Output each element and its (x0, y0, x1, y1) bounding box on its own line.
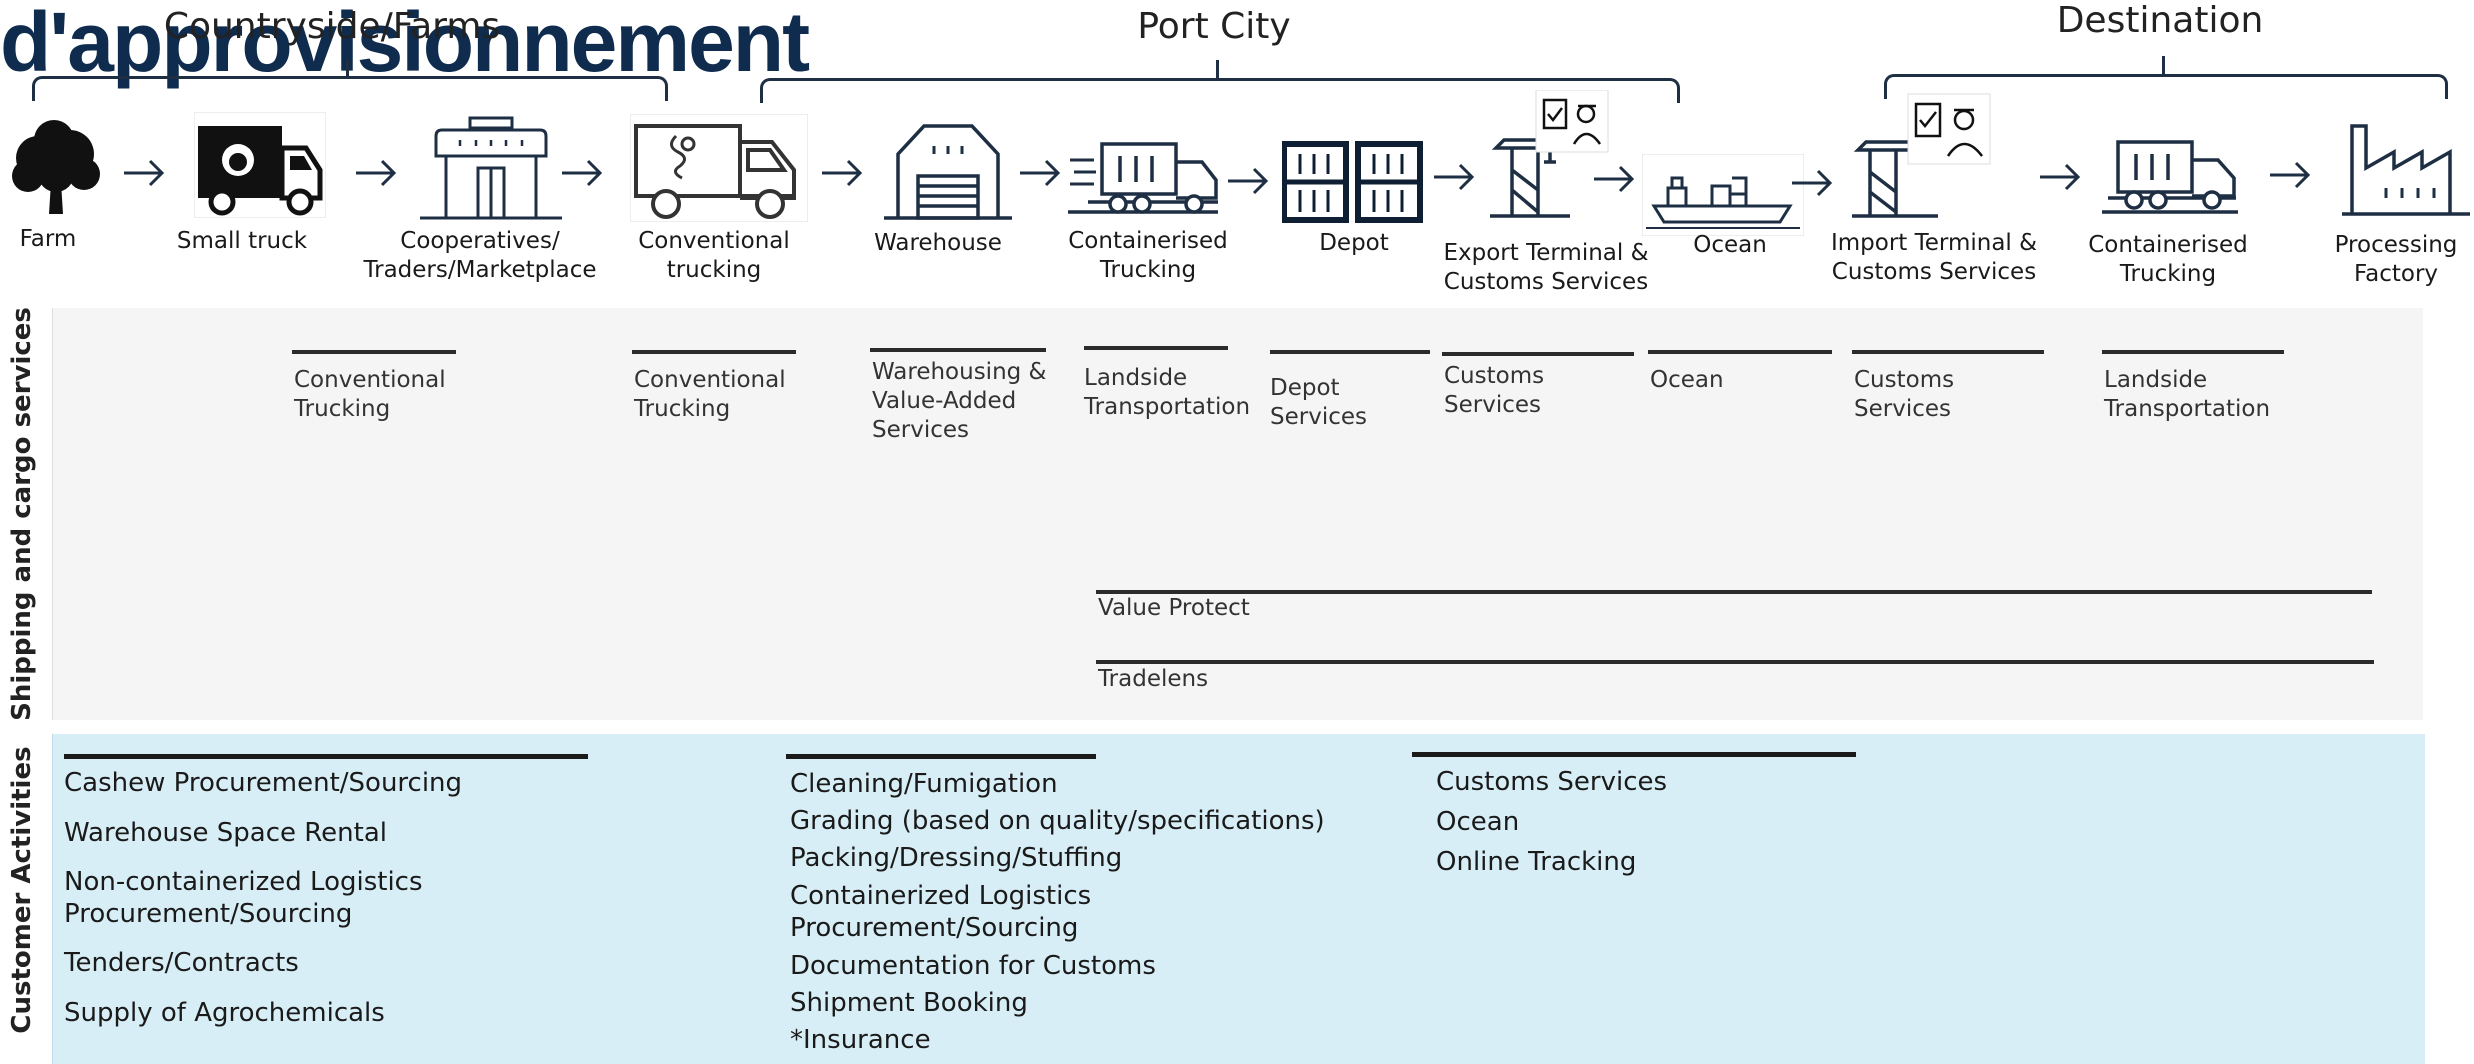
node-label-ocean: Ocean (1693, 232, 1767, 258)
activities-column-2: Cleaning/Fumigation Grading (based on qu… (790, 766, 1325, 1059)
node-label-small-truck: Small truck (176, 228, 308, 254)
activity-item: *Insurance (790, 1025, 931, 1055)
service-bar-3 (870, 348, 1046, 352)
destination-brace-notch (2162, 56, 2165, 74)
shipping-section-label: Shipping and cargo services (7, 307, 37, 721)
customer-section-label: Customer Activities (7, 746, 37, 1034)
destination-brace (1884, 74, 2448, 99)
service-bar-9 (2102, 350, 2284, 354)
warehouse-icon (884, 124, 1012, 220)
activity-item: Cleaning/Fumigation (790, 769, 1058, 799)
customer-activities-panel (52, 734, 2425, 1064)
region-label-port-city: Port City (1137, 6, 1291, 47)
factory-icon (2342, 124, 2470, 216)
flow-arrow-4 (822, 159, 863, 187)
port-city-brace-notch (1216, 60, 1219, 78)
export-terminal-icon (1490, 90, 1609, 218)
tree-icon (12, 120, 100, 214)
activity-item: Supply of Agrochemicals (64, 998, 385, 1028)
flow-arrow-6 (1228, 167, 1269, 195)
service-warehousing: Warehousing & Value-Added Services (872, 359, 1047, 443)
small-truck-icon (194, 112, 326, 218)
service-bar-7 (1648, 350, 1832, 354)
activity-item: Cashew Procurement/Sourcing (64, 768, 463, 798)
activity-item: Customs Services (1436, 767, 1668, 797)
tradelens-label: Tradelens (1098, 666, 1209, 692)
flow-arrow-10 (2040, 163, 2081, 191)
flow-arrow-5 (1020, 159, 1061, 187)
node-label-import-terminal: Import Terminal & Customs Services (1830, 230, 2038, 285)
node-label-export-terminal: Export Terminal & Customs Services (1443, 240, 1649, 295)
service-ocean: Ocean (1650, 367, 1724, 393)
node-label-depot: Depot (1319, 230, 1389, 256)
activities-bar-2 (786, 754, 1096, 759)
countryside-brace (32, 76, 668, 101)
node-label-cooperatives: Cooperatives/ Traders/Marketplace (363, 228, 597, 283)
region-label-countryside: Countryside/Farms (163, 6, 501, 47)
page-title: d'approvisionnement (0, 0, 810, 89)
service-bar-2 (632, 350, 796, 354)
activity-item: Online Tracking (1436, 847, 1637, 877)
service-bar-6 (1442, 352, 1634, 356)
container-truck-icon (1068, 142, 1218, 214)
service-depot: Depot Services (1270, 375, 1367, 430)
flow-arrow-7 (1434, 163, 1475, 191)
flow-arrow-2 (356, 159, 397, 187)
activity-item: Documentation for Customs (790, 951, 1156, 981)
node-label-containerised-trucking-2: Containerised Trucking (2088, 232, 2248, 287)
shipping-services-panel (52, 308, 2423, 720)
flow-arrow-9 (1792, 169, 1833, 197)
flow-arrow-11 (2270, 161, 2311, 189)
service-landside-transportation-1: Landside Transportation (1084, 365, 1251, 420)
service-bar-8 (1852, 350, 2044, 354)
activity-item: Warehouse Space Rental (64, 818, 387, 848)
activity-item: Tenders/Contracts (64, 948, 299, 978)
activity-item: Packing/Dressing/Stuffing (790, 843, 1123, 873)
flow-arrow-8 (1594, 165, 1635, 193)
activity-item: Containerized Logistics Procurement/Sour… (790, 881, 1092, 943)
service-bar-1 (292, 350, 456, 354)
region-label-destination: Destination (2056, 0, 2264, 41)
import-terminal-icon (1852, 93, 1991, 218)
node-label-conventional-trucking: Conventional trucking (638, 228, 790, 283)
conventional-truck-icon (630, 114, 808, 222)
depot-containers-icon (1282, 141, 1423, 223)
activities-column-1: Cashew Procurement/Sourcing Warehouse Sp… (64, 766, 462, 1030)
service-conventional-trucking-2: Conventional Trucking (634, 367, 786, 422)
node-label-warehouse: Warehouse (874, 230, 1002, 256)
flow-arrow-1 (124, 159, 165, 187)
countryside-brace-notch (346, 60, 349, 78)
node-label-containerised-trucking: Containerised Trucking (1068, 228, 1228, 283)
node-label-processing-factory: Processing Factory (2334, 232, 2458, 287)
node-label-farm: Farm (19, 226, 77, 252)
activities-bar-3 (1412, 752, 1856, 757)
service-conventional-trucking-1: Conventional Trucking (294, 367, 446, 422)
ship-icon (1642, 154, 1804, 236)
service-customs-1: Customs Services (1444, 363, 1545, 418)
service-customs-2: Customs Services (1854, 367, 1955, 422)
activity-item: Shipment Booking (790, 988, 1028, 1018)
activities-column-3: Customs Services Ocean Online Tracking (1436, 762, 1667, 882)
activity-item: Ocean (1436, 807, 1520, 837)
flow-arrow-3 (562, 159, 603, 187)
activities-bar-1 (64, 754, 588, 759)
market-stall-icon (420, 116, 562, 220)
service-bar-5 (1270, 350, 1430, 354)
activity-item: Grading (based on quality/specifications… (790, 806, 1325, 836)
container-truck-icon-2 (2102, 140, 2238, 214)
tradelens-bar (1096, 660, 2374, 664)
value-protect-bar (1096, 590, 2372, 594)
activity-item: Non-containerized Logistics Procurement/… (64, 867, 423, 929)
service-landside-transportation-2: Landside Transportation (2104, 367, 2271, 422)
value-protect-label: Value Protect (1098, 595, 1250, 621)
port-city-brace (760, 78, 1680, 103)
service-bar-4 (1084, 346, 1228, 350)
